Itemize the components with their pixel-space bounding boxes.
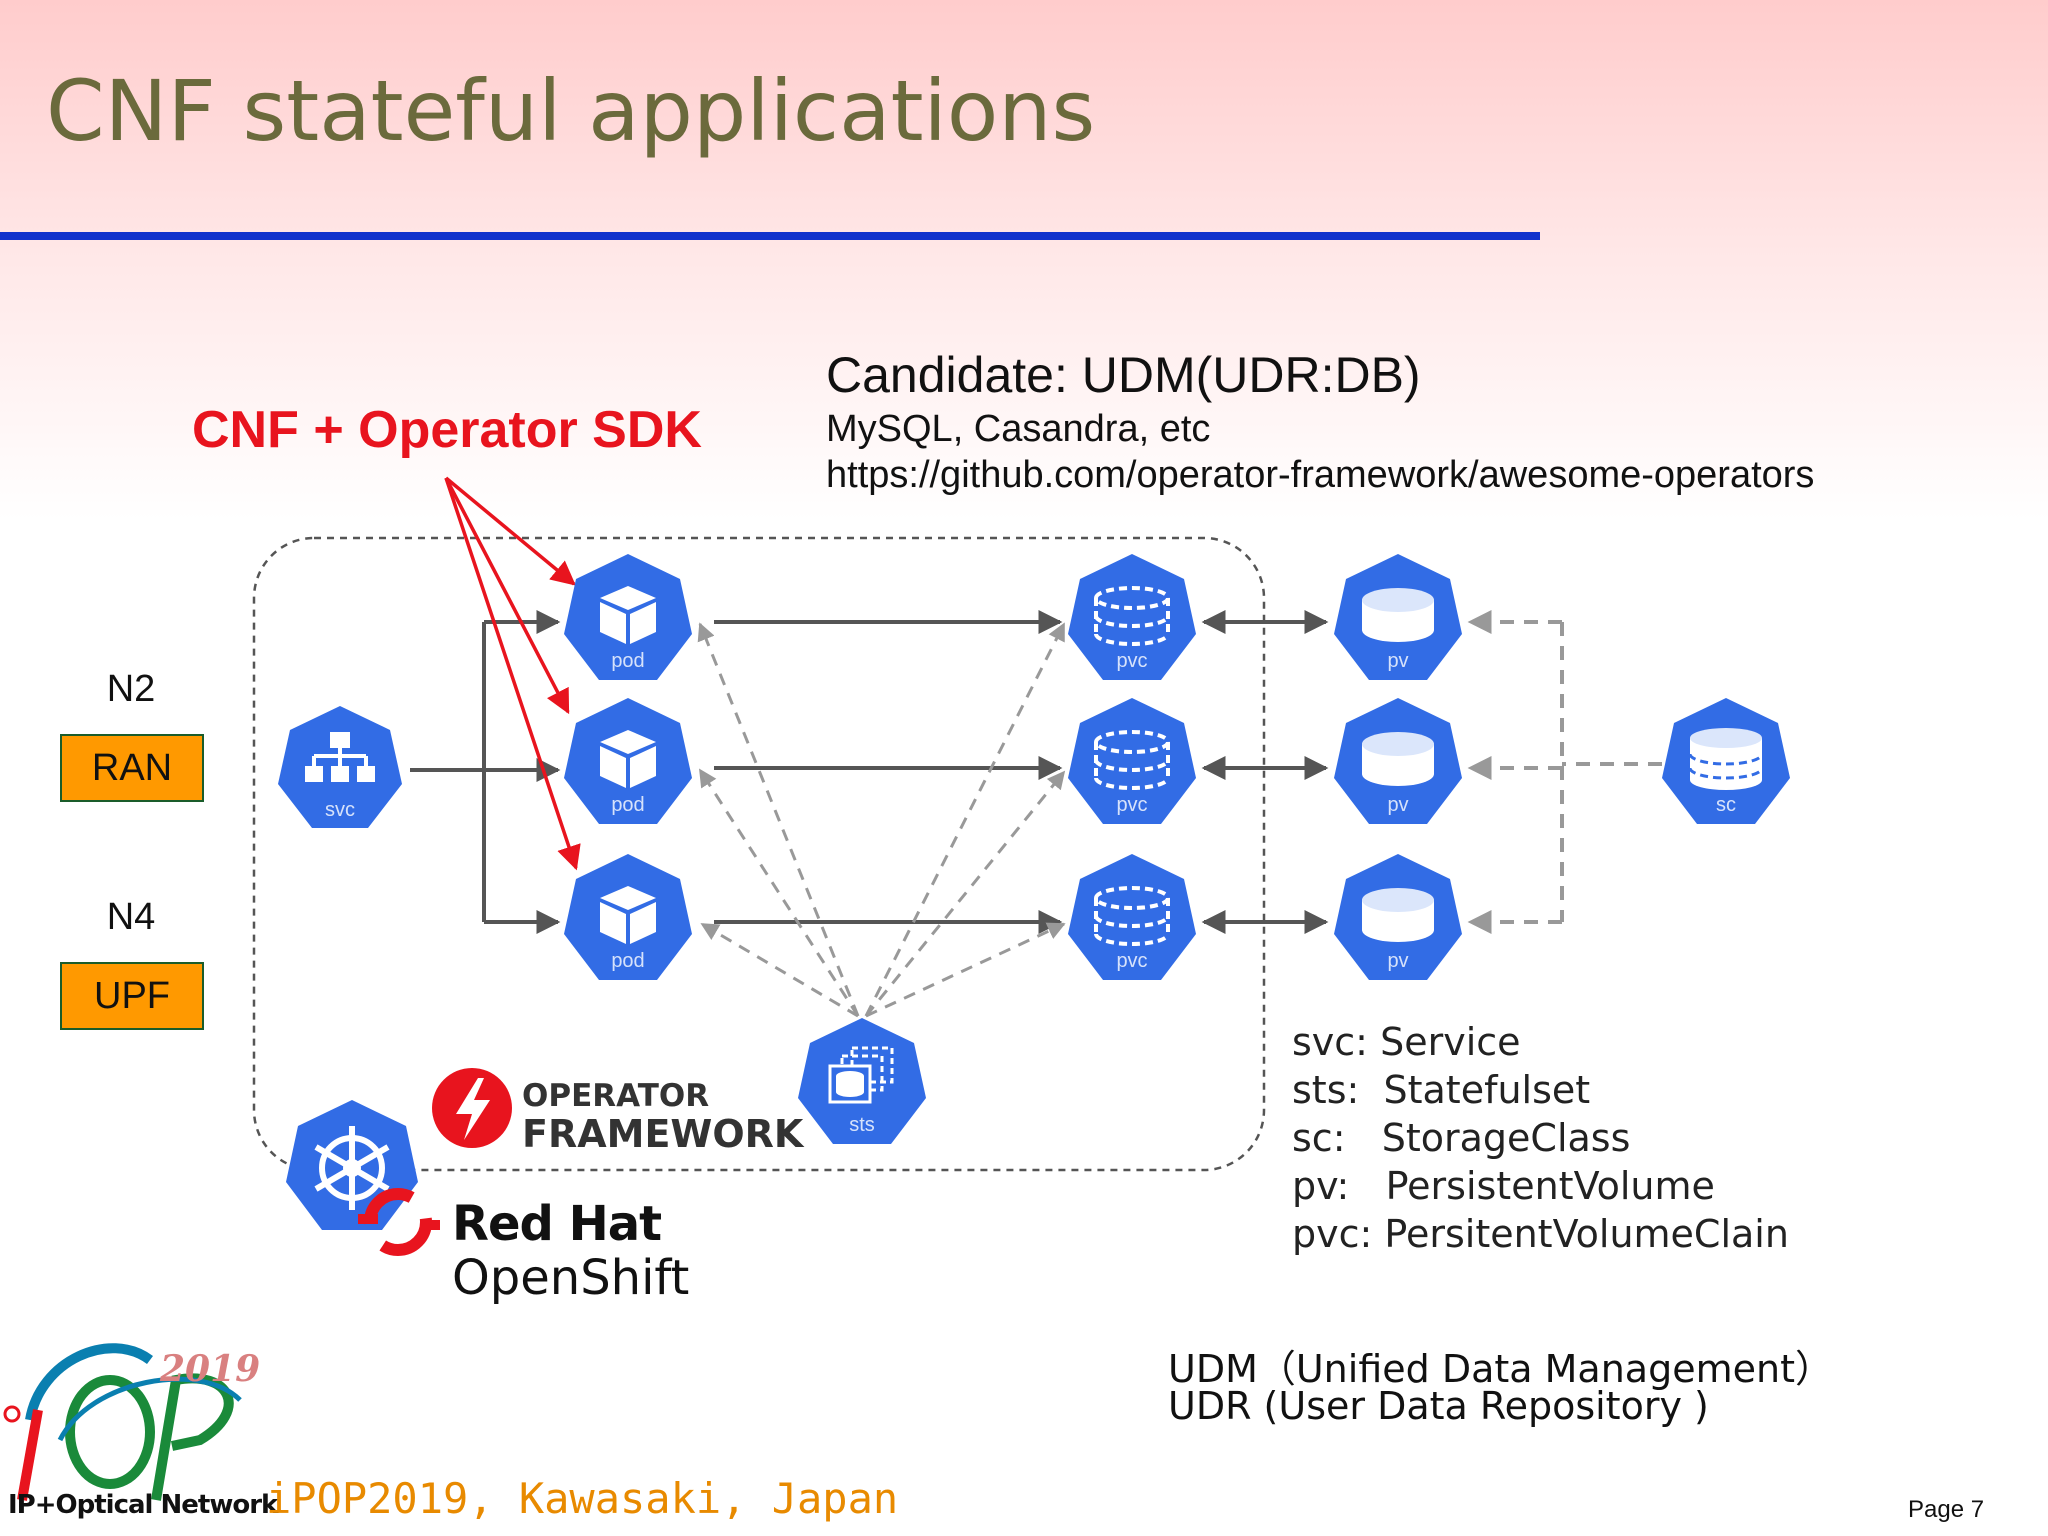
pv-label: pv	[1387, 650, 1408, 672]
pod-node[interactable]: pod	[564, 554, 692, 680]
legend-full: Statefulset	[1383, 1068, 1591, 1112]
cnf-operator-sdk-label: CNF + Operator SDK	[192, 401, 702, 459]
pvc-node[interactable]: pvc	[1068, 554, 1196, 680]
interface-n2-label: N2	[106, 668, 156, 710]
page-number: Page 7	[1908, 1496, 1985, 1523]
statefulset-icon	[828, 1046, 894, 1104]
sc-pv-connections	[1467, 610, 1662, 934]
candidate-databases: MySQL, Casandra, etc	[826, 408, 1211, 450]
cluster-boundary	[252, 536, 1266, 1172]
operator-sdk-arrows	[444, 476, 581, 871]
dashed-volume-icon	[1094, 730, 1170, 790]
svc-label: svc	[325, 799, 355, 821]
legend-full: PersistentVolume	[1385, 1164, 1715, 1208]
pv-label: pv	[1387, 950, 1408, 972]
cube-icon	[600, 886, 656, 944]
ipop-tagline: IP+Optical Network	[8, 1490, 278, 1520]
legend-abbr: pv:	[1292, 1164, 1350, 1208]
ipop-logo	[3, 1343, 242, 1501]
legend-abbr: svc:	[1292, 1020, 1368, 1064]
cube-icon	[600, 586, 656, 644]
pv-node[interactable]: pv	[1334, 554, 1462, 680]
dashed-volume-icon	[1094, 586, 1170, 646]
pvc-label: pvc	[1116, 794, 1147, 816]
svc-connections	[410, 610, 561, 934]
pod-label: pod	[611, 650, 644, 672]
operator-framework-text-line1: OPERATOR	[522, 1078, 710, 1114]
pvc-label: pvc	[1116, 650, 1147, 672]
legend-item: pv: PersistentVolume	[1292, 1164, 1715, 1208]
legend-full: PersitentVolumeClain	[1384, 1212, 1789, 1256]
udm-definition: UDM（Unified Data Management）	[1168, 1347, 1833, 1391]
kubernetes-logo	[286, 1100, 418, 1230]
pod-pvc-connections	[714, 610, 1063, 934]
openshift-ring-icon	[358, 1188, 440, 1256]
upf-box: UPF	[60, 962, 204, 1030]
pod-label: pod	[611, 950, 644, 972]
title-divider	[0, 232, 1540, 240]
volume-icon	[1362, 588, 1434, 642]
svc-node[interactable]: svc	[278, 706, 402, 828]
sc-label: sc	[1716, 794, 1736, 816]
conference-footer: iPOP2019, Kawasaki, Japan	[266, 1474, 899, 1523]
candidate-heading: Candidate: UDM(UDR:DB)	[826, 347, 1421, 403]
legend-item: sc: StorageClass	[1292, 1116, 1630, 1160]
cube-icon	[600, 730, 656, 788]
pod-node[interactable]: pod	[564, 698, 692, 824]
sts-connections	[697, 622, 1066, 1018]
legend-item: sts: Statefulset	[1292, 1068, 1590, 1112]
legend-abbr: sc:	[1292, 1116, 1346, 1160]
legend-full: Service	[1380, 1020, 1521, 1064]
volume-icon	[1362, 732, 1434, 786]
storage-stack-icon	[1688, 728, 1764, 790]
pv-label: pv	[1387, 794, 1408, 816]
ran-box: RAN	[60, 734, 204, 802]
legend-full: StorageClass	[1381, 1116, 1631, 1160]
candidate-url[interactable]: https://github.com/operator-framework/aw…	[826, 454, 1815, 496]
sts-node[interactable]: sts	[798, 1018, 926, 1144]
pod-node[interactable]: pod	[564, 854, 692, 980]
legend-item: pvc: PersitentVolumeClain	[1292, 1212, 1789, 1256]
pv-node[interactable]: pv	[1334, 854, 1462, 980]
pvc-pv-connections	[1201, 610, 1329, 934]
operator-framework-text-line2: FRAMEWORK	[522, 1112, 804, 1156]
pvc-label: pvc	[1116, 950, 1147, 972]
udr-definition: UDR (User Data Repository )	[1168, 1384, 1709, 1428]
operator-framework-icon	[432, 1068, 512, 1148]
legend-abbr: sts:	[1292, 1068, 1360, 1112]
redhat-text: Red Hat	[452, 1196, 662, 1252]
pod-label: pod	[611, 794, 644, 816]
pvc-node[interactable]: pvc	[1068, 854, 1196, 980]
dashed-volume-icon	[1094, 886, 1170, 946]
sts-label: sts	[849, 1114, 875, 1136]
legend-abbr: pvc:	[1292, 1212, 1373, 1256]
legend-item: svc: Service	[1292, 1020, 1521, 1064]
slide-title: CNF stateful applications	[46, 62, 1096, 160]
interface-n4-label: N4	[106, 896, 156, 938]
ipop-year-label: 2019	[160, 1348, 261, 1390]
pvc-node[interactable]: pvc	[1068, 698, 1196, 824]
volume-icon	[1362, 888, 1434, 942]
pv-node[interactable]: pv	[1334, 698, 1462, 824]
network-tree-icon	[305, 732, 375, 782]
openshift-text: OpenShift	[452, 1250, 690, 1306]
sc-node[interactable]: sc	[1662, 698, 1790, 824]
